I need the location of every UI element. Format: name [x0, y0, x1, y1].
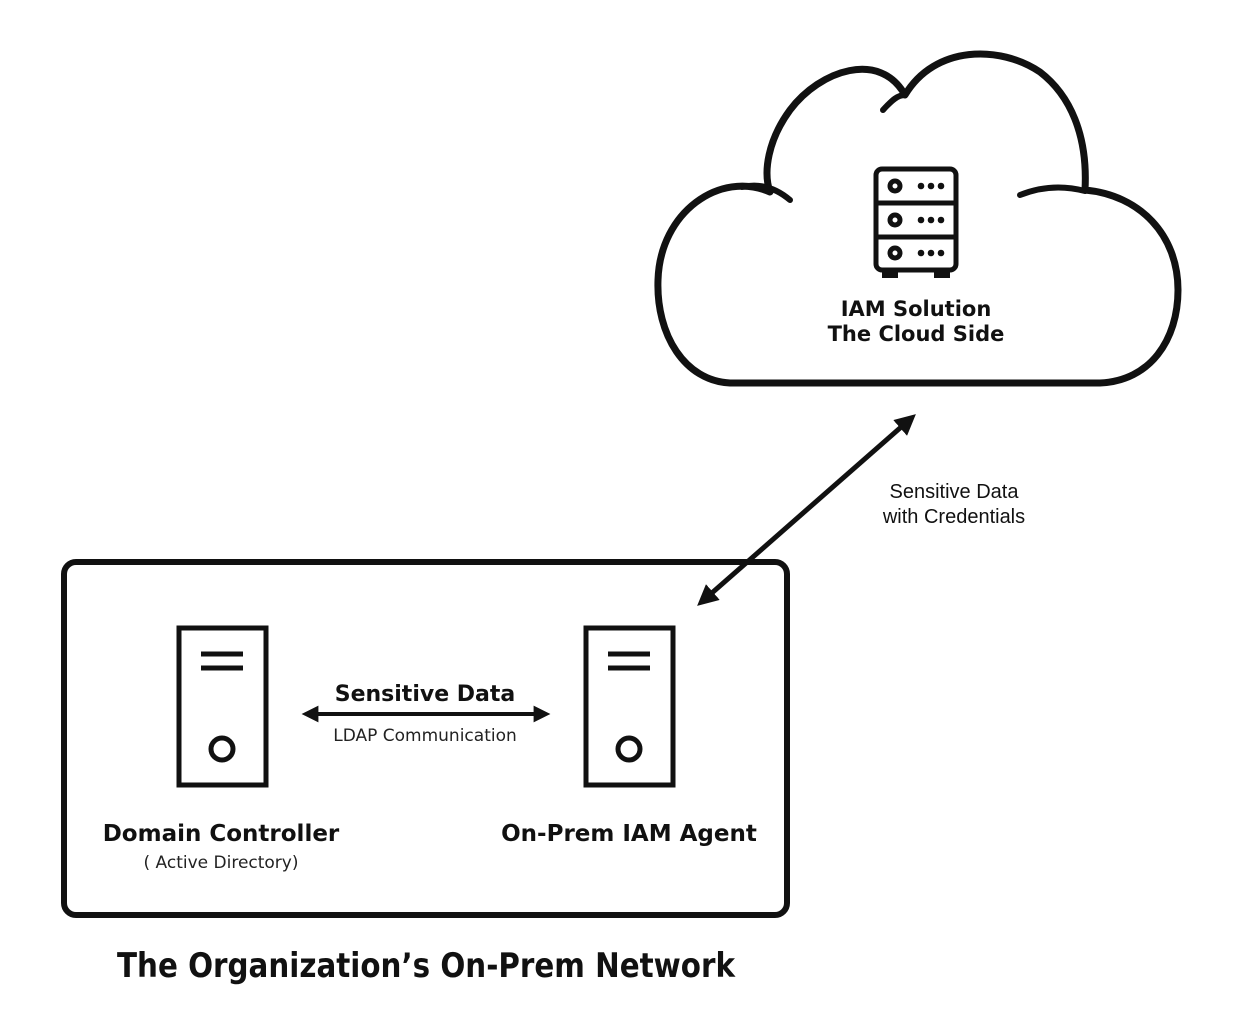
ldap-link-sublabel: LDAP Communication: [333, 726, 517, 746]
cloud-link-label-line2: with Credentials: [882, 506, 1025, 528]
ldap-link-label: Sensitive Data: [335, 682, 516, 707]
domain-controller-subtitle: ( Active Directory): [143, 853, 298, 873]
iam-agent-name: On-Prem IAM Agent: [501, 821, 757, 847]
cloud-shape: [654, 50, 1182, 387]
domain-controller-server-icon: [176, 625, 269, 788]
network-title: The Organization’s On-Prem Network: [117, 946, 736, 986]
domain-controller-name: Domain Controller: [103, 821, 340, 847]
cloud-title-line2: The Cloud Side: [828, 322, 1005, 346]
cloud-link-label-line1: Sensitive Data: [890, 481, 1020, 503]
server-rack-icon: [873, 166, 959, 278]
cloud-title-line1: IAM Solution: [841, 297, 992, 321]
cloud-link-arrow: [697, 414, 916, 606]
on-prem-network-box: [61, 559, 790, 918]
iam-agent-server-icon: [583, 625, 676, 788]
